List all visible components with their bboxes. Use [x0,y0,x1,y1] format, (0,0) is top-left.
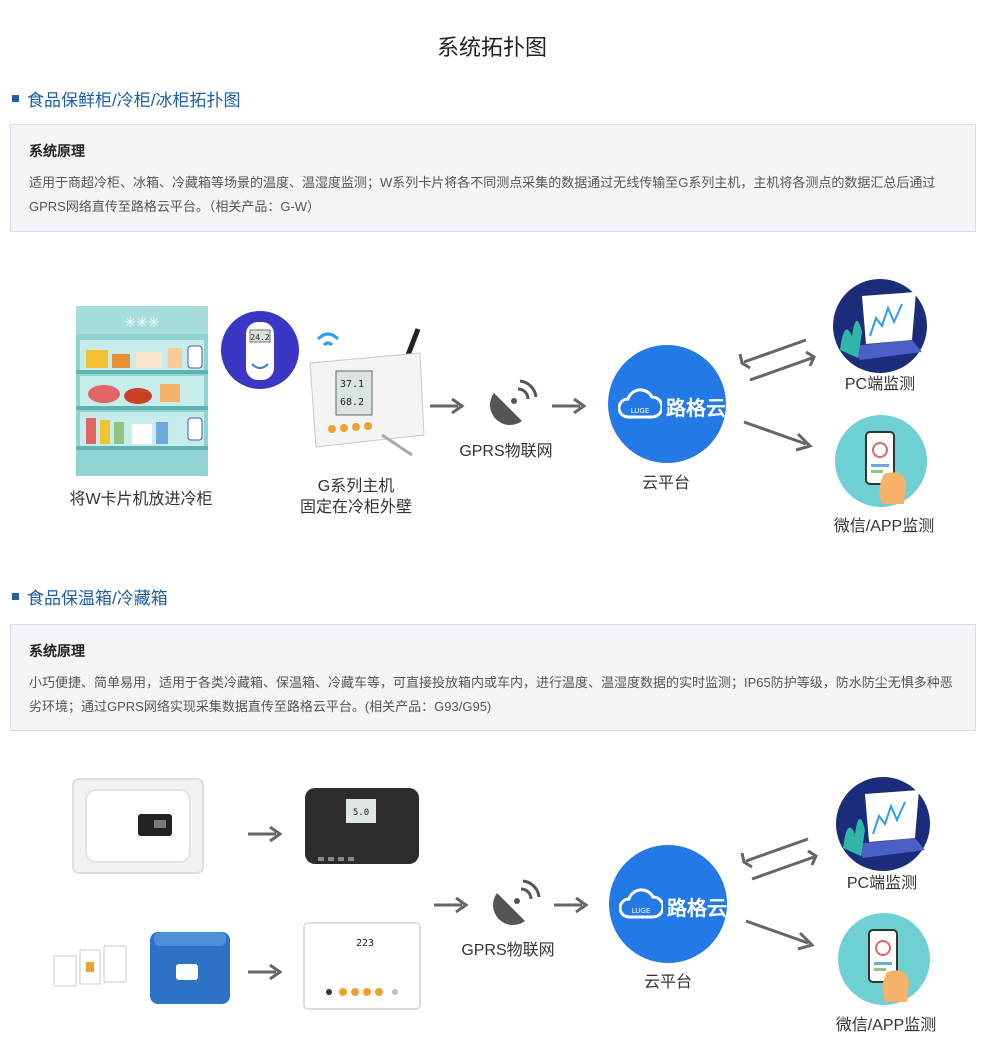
arrow-cloud-to-app [744,917,818,953]
gprs-label: GPRS物联网 [459,443,553,460]
g-series-host-device: 37.1 68.2 [290,325,435,465]
satellite-dish-icon [491,875,543,927]
section2-heading: 食品保温箱/冷藏箱 [12,584,168,609]
cloud-logo-text: 路格云 [666,398,726,420]
w-card-screen-text: 24.2 [250,333,269,342]
app-monitor-label: 微信/APP监测 [835,1017,937,1034]
fridge-illustration: ✳✳✳ [76,306,208,476]
cloud-platform-label: 云平台 [641,475,690,492]
arrow-gprs-to-cloud [552,895,592,915]
section1-principle-title: 系统原理 [29,143,85,159]
host-label-line2: 固定在冷柜外壁 [299,499,412,516]
arrow-gprs-to-cloud [550,396,590,416]
section1-principle-box: 系统原理 适用于商超冷柜、冰箱、冷藏箱等场景的温度、温湿度监测；W系列卡片将各不… [10,124,976,232]
host-label-line1: G系列主机 [317,478,395,495]
host-screen-line1: 37.1 [340,379,364,390]
heading-bullet [12,593,19,600]
dark-logger-device: 5.0 [304,787,420,867]
app-monitor-illustration [837,912,931,1006]
gprs-label: GPRS物联网 [461,942,555,959]
pc-monitor-label: PC端监测 [846,875,918,892]
pc-monitor-illustration [832,278,928,374]
host-screen-line2: 68.2 [340,397,364,408]
section1-heading: 食品保鲜柜/冷柜/冰柜拓扑图 [12,86,240,111]
w-card-device-bubble: 24.2 [220,310,300,390]
pc-monitor-label: PC端监测 [844,376,916,393]
cloud-badge-text: LUGE [632,907,651,915]
app-monitor-label: 微信/APP监测 [833,518,935,535]
dark-device-screen: 5.0 [353,808,369,818]
heading-bullet [12,95,19,102]
cloud-platform-label: 云平台 [643,974,692,991]
satellite-dish-icon [488,375,540,427]
bidirectional-arrow-pc [738,835,822,883]
app-monitor-illustration [834,414,928,508]
small-logger-cards [50,942,130,990]
arrow-cloud-to-app [742,418,816,454]
section2-principle-title: 系统原理 [29,643,85,659]
luge-cloud-platform: LUGE 路格云 [609,845,727,963]
cloud-logo-text: 路格云 [667,898,727,920]
luge-cloud-platform: LUGE 路格云 [608,345,726,463]
fridge-label: 将W卡片机放进冷柜 [69,491,213,508]
pc-monitor-illustration [835,776,931,872]
arrow-box-to-dark-device [246,824,286,844]
bidirectional-arrow-pc [736,336,820,384]
cloud-badge-text: LUGE [631,407,650,415]
arrow-host-to-gprs [428,396,468,416]
transparent-box-illustration [72,778,204,874]
section1-principle-text: 适用于商超冷柜、冰箱、冷藏箱等场景的温度、温湿度监测；W系列卡片将各不同测点采集… [29,175,936,214]
white-logger-device: 223 [303,922,421,1010]
page-title: 系统拓扑图 [436,35,547,60]
section2-heading-text: 食品保温箱/冷藏箱 [27,589,168,608]
arrow-bluebox-to-white-device [246,962,286,982]
section2-principle-box: 系统原理 小巧便捷、简单易用，适用于各类冷藏箱、保温箱、冷藏车等，可直接投放箱内… [10,624,976,731]
section2-principle-text: 小巧便捷、简单易用，适用于各类冷藏箱、保温箱、冷藏车等，可直接投放箱内或车内，进… [29,675,953,714]
blue-cold-box-illustration [148,928,232,1006]
fridge-snow-text: ✳✳✳ [124,315,159,331]
white-device-screen: 223 [356,938,374,949]
section1-heading-text: 食品保鲜柜/冷柜/冰柜拓扑图 [27,91,241,110]
arrow-devices-to-gprs [432,895,472,915]
